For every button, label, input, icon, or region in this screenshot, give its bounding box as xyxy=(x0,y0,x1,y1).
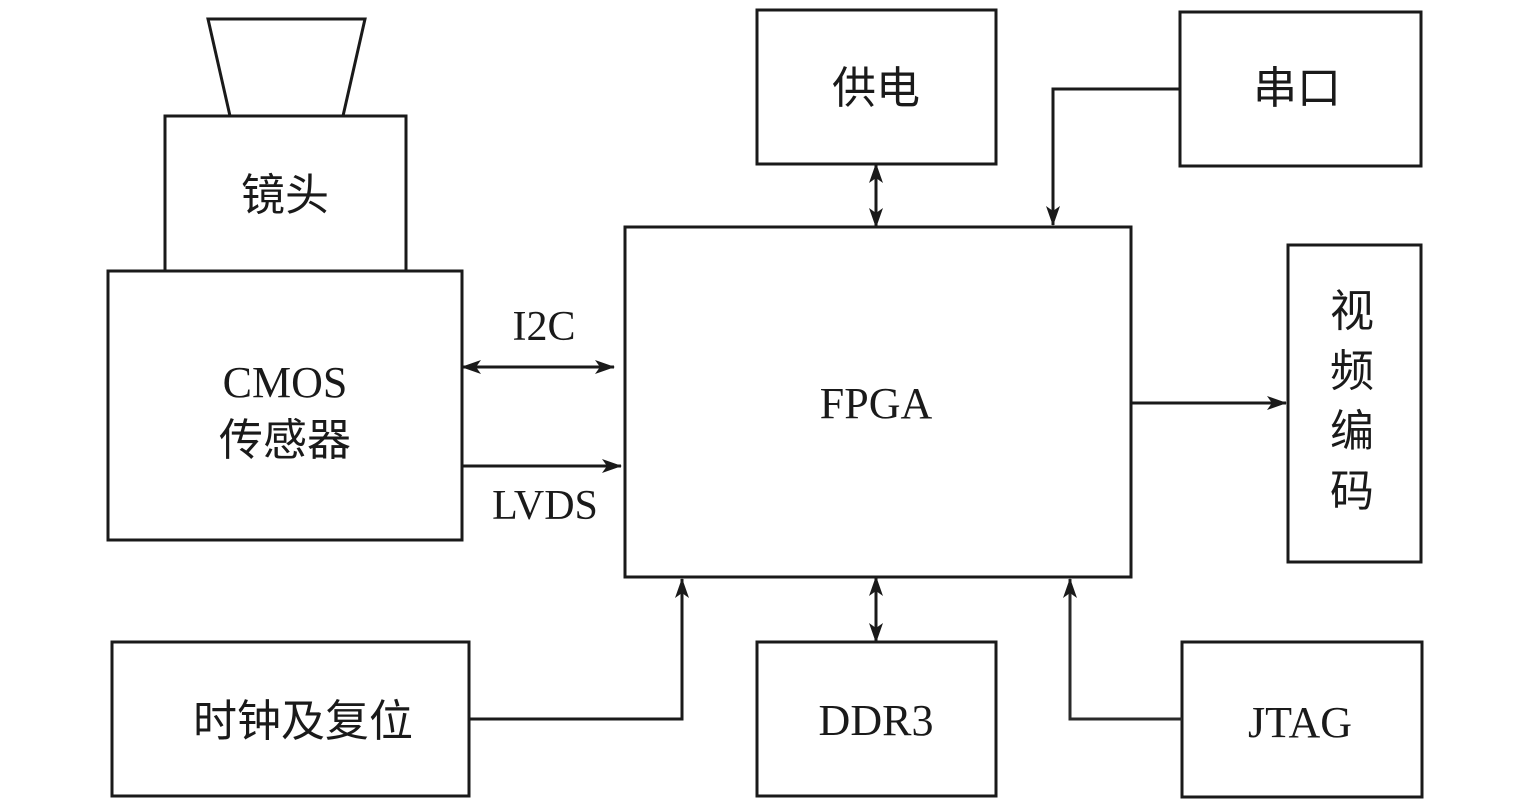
video-encoding-char-1: 视 xyxy=(1330,286,1374,337)
clock-fpga-arrow xyxy=(469,578,689,721)
power-block xyxy=(755,8,998,166)
video-encoding-char-3: 编 xyxy=(1330,406,1374,457)
cmos-label-line1: CMOS xyxy=(223,358,348,407)
serial-fpga-arrow xyxy=(1046,87,1180,226)
power-label: 供电 xyxy=(832,63,920,114)
jtag-label: JTAG xyxy=(1248,698,1352,747)
ddr3-block xyxy=(755,640,998,798)
serial-port-label: 串口 xyxy=(1253,63,1341,114)
video-encoding-char-4: 码 xyxy=(1330,466,1374,517)
cmos-label-line2: 传感器 xyxy=(219,415,351,466)
lens-block xyxy=(163,114,408,273)
serial-port-block xyxy=(1178,10,1423,168)
clock-reset-block xyxy=(110,640,471,798)
video-encoding-block xyxy=(1286,243,1423,564)
lens-label: 镜头 xyxy=(241,170,329,221)
fpga-label: FPGA xyxy=(820,379,933,428)
video-encoding-char-2: 频 xyxy=(1330,346,1374,397)
ddr3-label: DDR3 xyxy=(819,696,934,745)
jtag-fpga-arrow xyxy=(1063,578,1182,721)
lens-cone-shape xyxy=(206,17,367,118)
lvds-label: LVDS xyxy=(492,483,598,529)
i2c-label: I2C xyxy=(513,304,576,350)
clock-reset-label: 时钟及复位 xyxy=(193,696,413,747)
cmos-sensor-block xyxy=(106,269,464,542)
